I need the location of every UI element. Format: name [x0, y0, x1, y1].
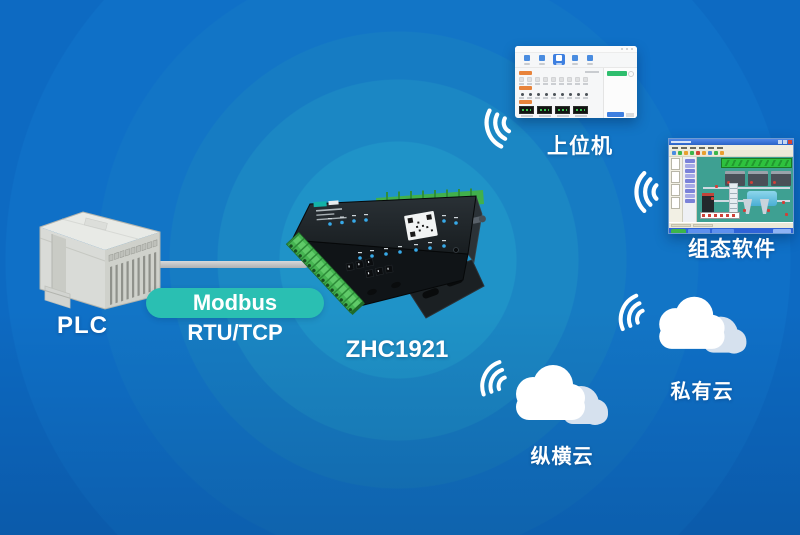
close-icon	[788, 140, 792, 144]
section-chip	[519, 86, 532, 90]
toolbar-icon-selected	[553, 54, 565, 65]
toolbar-icon	[571, 54, 580, 65]
taskbar	[669, 228, 793, 233]
wifi-signal-icon	[618, 293, 645, 332]
wifi-signal-icon	[480, 360, 507, 397]
window-titlebar	[669, 139, 793, 145]
io-panel	[515, 68, 603, 118]
wifi-signal-icon	[484, 108, 512, 149]
toolbar-icon	[538, 54, 547, 65]
side-panel	[603, 68, 637, 118]
upper-machine-label: 上位机	[547, 135, 613, 158]
tag-list	[683, 157, 697, 222]
alarm-list	[700, 212, 740, 219]
cabinet-graphic	[702, 193, 714, 213]
private-cloud-icon	[659, 296, 747, 354]
window-toolbar	[515, 53, 637, 68]
gateway-label: ZHC1921	[345, 336, 449, 363]
connect-button	[607, 71, 627, 76]
modbus-protocol-badge: Modbus RTU/TCP	[146, 288, 324, 345]
tank-graphic	[748, 171, 768, 186]
scada-software-label: 组态软件	[688, 238, 776, 261]
gateway-device-illustration	[285, 188, 486, 319]
private-cloud-label: 私有云	[670, 381, 734, 403]
process-canvas	[697, 157, 793, 222]
status-bar	[669, 222, 793, 228]
tank-graphic	[725, 171, 745, 186]
wifi-signal-icon	[634, 171, 659, 213]
toolbar	[669, 150, 793, 157]
tool-palette	[669, 157, 683, 222]
tank-graphic	[771, 171, 791, 186]
scada-software-window	[668, 138, 794, 234]
plc-label: PLC	[57, 312, 108, 339]
section-chip	[519, 71, 532, 75]
menu-bar	[669, 145, 793, 150]
system-tray	[773, 229, 791, 233]
secondary-button	[626, 113, 634, 117]
horizontal-tank-graphic	[747, 191, 777, 206]
zongheng-cloud-icon	[516, 365, 608, 425]
start-button	[671, 229, 686, 233]
toolbar-icon	[523, 54, 532, 65]
action-button	[607, 112, 624, 117]
plc-device-illustration	[39, 211, 161, 310]
trend-banner	[721, 158, 792, 168]
upper-machine-window	[515, 46, 637, 118]
section-chip	[519, 100, 532, 104]
window-titlebar	[515, 46, 637, 53]
toolbar-icon	[586, 54, 595, 65]
serial-connection-line	[156, 261, 308, 268]
zongheng-cloud-label: 纵横云	[530, 446, 594, 468]
